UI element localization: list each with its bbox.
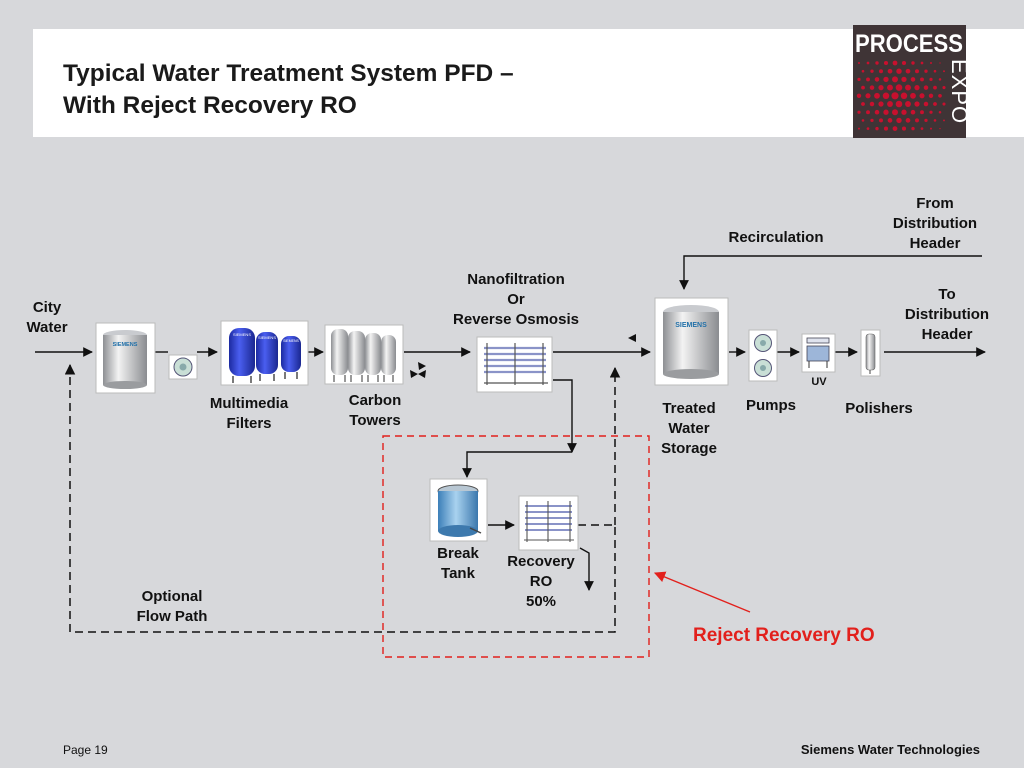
uv-unit-image [801, 333, 836, 373]
flow-to-break-tank [462, 451, 572, 478]
distribution-pumps-image [748, 329, 778, 382]
nanofiltration-ro-image [476, 336, 553, 393]
title-line-2: With Reject Recovery RO [63, 92, 357, 119]
reject-recovery-label: Reject Recovery RO [693, 625, 875, 646]
recovery-reject-outlet [579, 547, 594, 591]
uv-label: UV [811, 376, 827, 388]
title-line-1: Typical Water Treatment System PFD – [63, 60, 514, 87]
break-tank-image [429, 478, 488, 542]
reject-recovery-boundary [382, 435, 650, 658]
svg-text:SIEMENS: SIEMENS [258, 335, 276, 340]
flow-ro-reject-down [553, 379, 577, 453]
carbon-backwash-arrows [410, 334, 636, 378]
recovery-ro-image [518, 495, 579, 551]
pumps-label: Pumps [745, 397, 797, 414]
svg-text:SIEMENS: SIEMENS [283, 339, 299, 343]
recirculation-line [679, 255, 982, 290]
multimedia-filters-image: SIEMENS SIEMENS SIEMENS [220, 320, 309, 386]
svg-text:SIEMENS: SIEMENS [113, 342, 138, 348]
feed-pump-image [168, 354, 198, 380]
company-name: Siemens Water Technologies [800, 742, 980, 757]
slide-title: Typical Water Treatment System PFD – Wit… [63, 58, 514, 122]
optional-flow-path [64, 363, 616, 633]
polishers-image [860, 329, 881, 377]
recirculation-label: Recirculation [728, 229, 824, 246]
feed-tank-image: SIEMENS [95, 322, 156, 394]
carbon-towers-image [324, 324, 404, 385]
svg-text:SIEMENS: SIEMENS [675, 322, 707, 329]
page-number: Page 19 [63, 743, 108, 757]
polishers-label: Polishers [845, 400, 913, 417]
svg-text:SIEMENS: SIEMENS [233, 332, 251, 337]
reject-recovery-pointer [653, 571, 751, 613]
treated-storage-tank-image: SIEMENS [654, 297, 729, 386]
svg-text:PROCESS: PROCESS [855, 30, 963, 58]
